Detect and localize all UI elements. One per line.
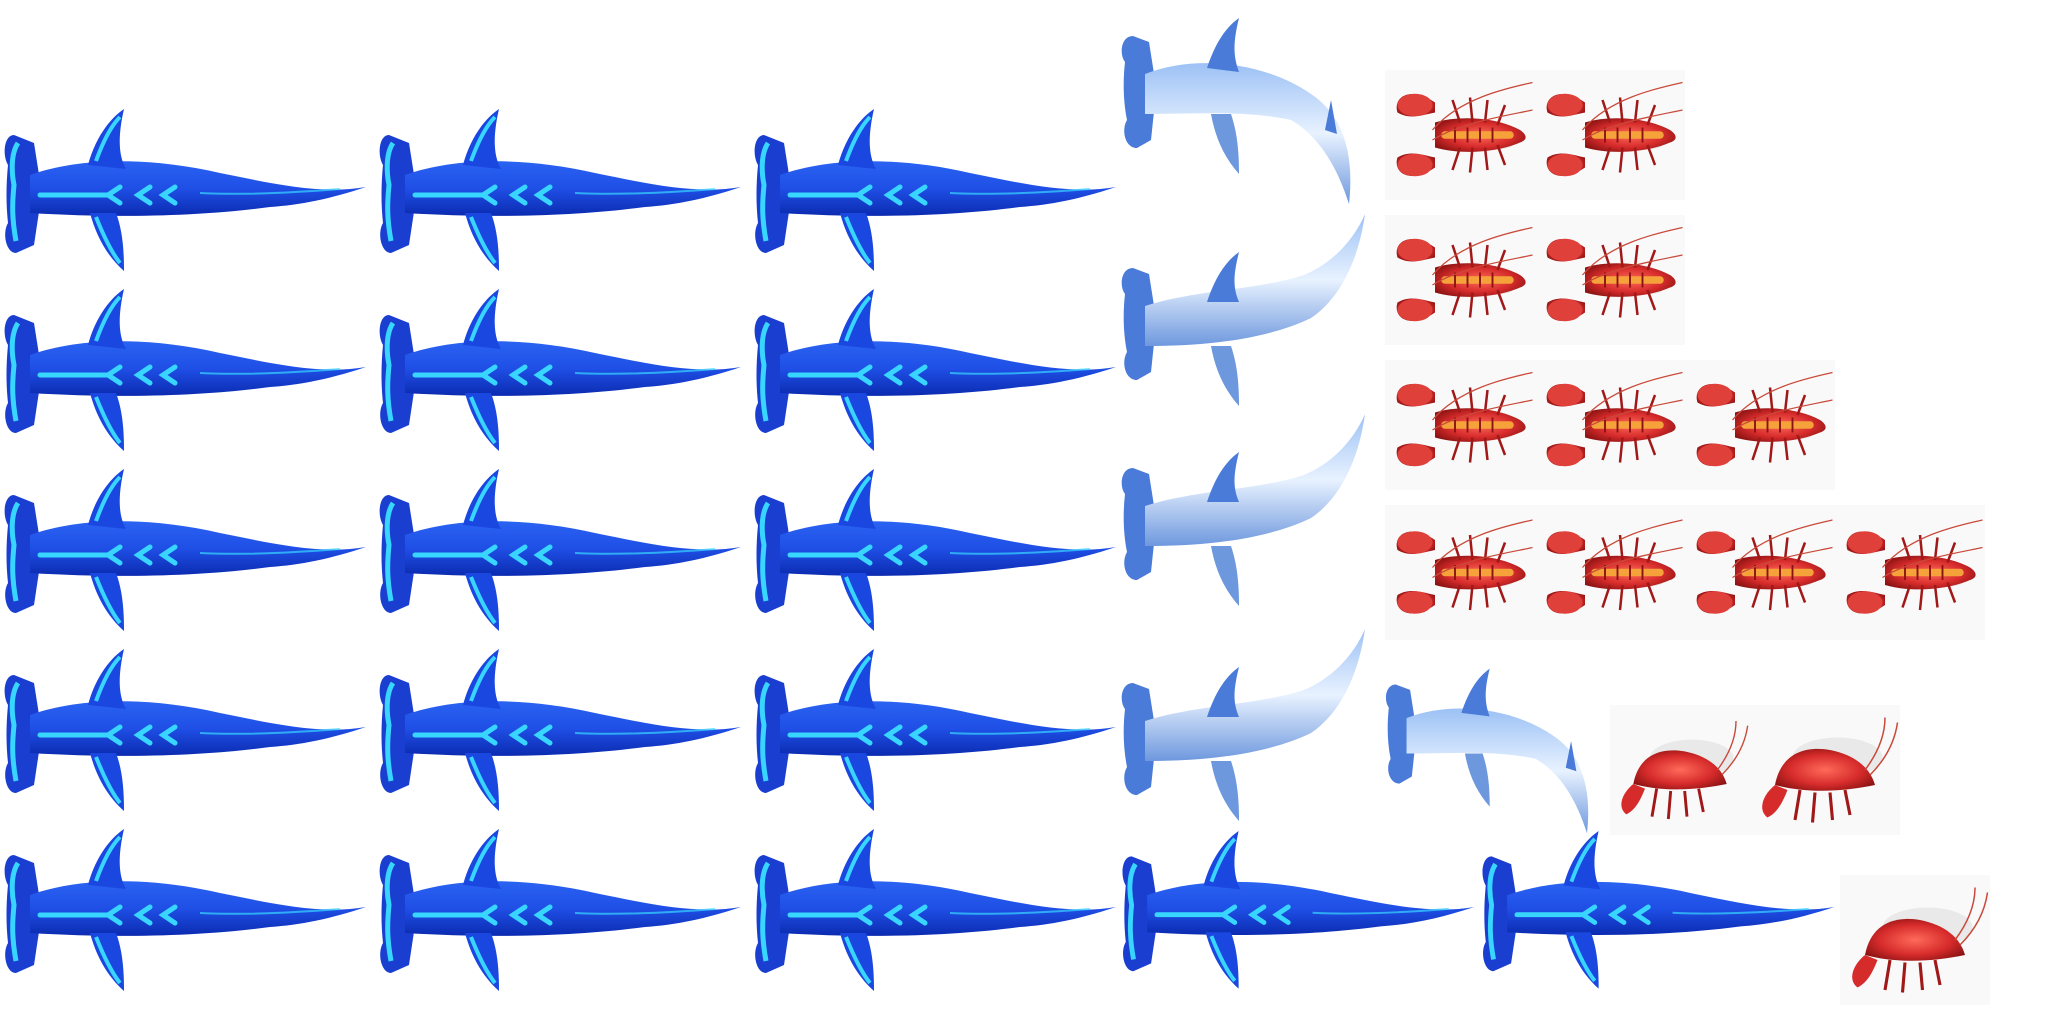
lobster-icon xyxy=(1385,215,1535,345)
hammerhead-shark-icon xyxy=(0,275,370,455)
lobster-frame-3 xyxy=(1385,215,1535,345)
lobster-frame-5 xyxy=(1385,360,1535,490)
hammerhead-shark-icon xyxy=(375,95,745,275)
pale-hammerhead-frame-2 xyxy=(1115,208,1375,408)
lobster-frame-2 xyxy=(1535,70,1685,200)
hammerhead-shark-icon xyxy=(0,95,370,275)
hammerhead-shark-icon xyxy=(375,275,745,455)
lobster-icon xyxy=(1685,505,1835,640)
hammerhead-shark-icon xyxy=(375,455,745,635)
hammerhead-shark-icon xyxy=(375,635,745,815)
blue-hammerhead-frame-7 xyxy=(375,275,745,455)
hammerhead-shark-icon xyxy=(0,635,370,815)
lobster-frame-8 xyxy=(1385,505,1535,640)
pale-hammerhead-frame-5 xyxy=(1380,650,1610,850)
blue-hammerhead-frame-15 xyxy=(750,815,1120,995)
hammerhead-shark-icon xyxy=(750,635,1120,815)
lobster-icon xyxy=(1835,505,1985,640)
blue-hammerhead-frame-3 xyxy=(0,455,370,635)
blue-hammerhead-frame-14 xyxy=(750,635,1120,815)
lobster-frame-4 xyxy=(1535,215,1685,345)
hammerhead-shark-icon xyxy=(750,95,1120,275)
blue-hammerhead-frame-10 xyxy=(375,815,745,995)
hammerhead-shark-icon xyxy=(750,275,1120,455)
hammerhead-shark-icon xyxy=(0,455,370,635)
hammerhead-shark-icon xyxy=(1385,668,1589,834)
lobster-frame-11 xyxy=(1835,505,1985,640)
hammerhead-shark-icon xyxy=(1121,414,1365,606)
lobster-frame-6 xyxy=(1535,360,1685,490)
blue-hammerhead-frame-9 xyxy=(375,635,745,815)
pale-hammerhead-frame-3 xyxy=(1115,408,1375,608)
pale-hammerhead-frame-4 xyxy=(1115,608,1375,838)
hammerhead-shark-icon xyxy=(375,815,745,995)
lobster-frame-14 xyxy=(1840,875,1990,1005)
lobster-frame-12 xyxy=(1610,705,1750,835)
hammerhead-shark-icon xyxy=(1121,18,1351,204)
lobster-icon xyxy=(1760,715,1900,825)
lobster-frame-1 xyxy=(1385,70,1535,200)
blue-hammerhead-frame-6 xyxy=(375,95,745,275)
blue-hammerhead-frame-5 xyxy=(0,815,370,995)
lobster-frame-9 xyxy=(1535,505,1685,640)
hammerhead-shark-icon xyxy=(750,815,1120,995)
lobster-icon xyxy=(1385,70,1535,200)
blue-hammerhead-frame-12 xyxy=(750,275,1120,455)
lobster-frame-10 xyxy=(1685,505,1835,640)
lobster-icon xyxy=(1535,360,1685,490)
lobster-icon xyxy=(1850,885,1990,995)
lobster-icon xyxy=(1535,70,1685,200)
blue-hammerhead-frame-4 xyxy=(0,635,370,815)
lobster-icon xyxy=(1535,505,1685,640)
blue-hammerhead-frame-1 xyxy=(0,95,370,275)
hammerhead-shark-icon xyxy=(1121,629,1365,821)
blue-hammerhead-frame-13 xyxy=(750,455,1120,635)
lobster-icon xyxy=(1535,215,1685,345)
blue-hammerhead-frame-11 xyxy=(750,95,1120,275)
hammerhead-shark-icon xyxy=(750,455,1120,635)
pale-hammerhead-frame-1 xyxy=(1115,10,1375,210)
hammerhead-shark-icon xyxy=(1121,214,1365,406)
lobster-frame-13 xyxy=(1750,705,1900,835)
lobster-frame-7 xyxy=(1685,360,1835,490)
blue-hammerhead-frame-2 xyxy=(0,275,370,455)
lobster-icon xyxy=(1385,505,1535,640)
lobster-icon xyxy=(1685,360,1835,490)
lobster-icon xyxy=(1619,719,1750,821)
hammerhead-shark-icon xyxy=(0,815,370,995)
blue-hammerhead-frame-8 xyxy=(375,455,745,635)
lobster-icon xyxy=(1385,360,1535,490)
